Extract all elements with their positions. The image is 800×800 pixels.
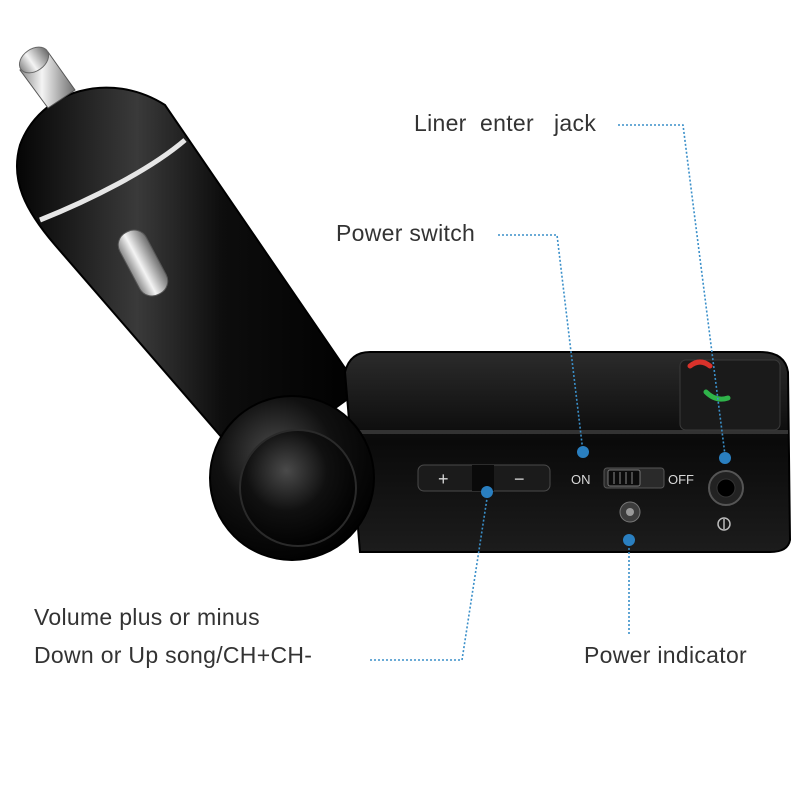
callout-dot-power-switch [577, 446, 589, 458]
power-indicator-led [619, 501, 641, 523]
switch-on-label: ON [571, 472, 591, 487]
power-switch: ON OFF [571, 467, 694, 489]
callout-dot-jack [719, 452, 731, 464]
callout-lines [368, 124, 726, 661]
headphone-port-icon [717, 517, 731, 531]
call-answer-icon [703, 389, 731, 402]
lighter-plug [15, 46, 362, 472]
side-contact-icon [117, 229, 169, 297]
switch-off-label: OFF [668, 472, 694, 487]
callout-dots [481, 446, 731, 546]
callout-power-switch: Power switch [336, 220, 476, 246]
transmitter-box: + − ON OFF [343, 351, 792, 553]
callout-volume-line1: Volume plus or minus [34, 604, 260, 630]
callout-volume-line2: Down or Up song/CH+CH- [34, 642, 313, 668]
leader-line-volume [368, 491, 489, 661]
callout-dot-volume [481, 486, 493, 498]
plug-tip-icon [18, 46, 76, 109]
call-end-icon [687, 359, 713, 369]
swivel-knob [209, 395, 375, 561]
volume-rocker: + − [417, 464, 551, 492]
leader-line-power-switch [498, 234, 584, 453]
volume-minus-sign: − [514, 469, 525, 489]
volume-plus-sign: + [438, 469, 449, 489]
line-in-jack [708, 470, 744, 531]
callout-power-indicator: Power indicator [584, 642, 748, 668]
leader-line-jack [618, 124, 726, 456]
callout-line-in-jack: Liner enter jack [414, 110, 597, 136]
callout-dot-indicator [623, 534, 635, 546]
